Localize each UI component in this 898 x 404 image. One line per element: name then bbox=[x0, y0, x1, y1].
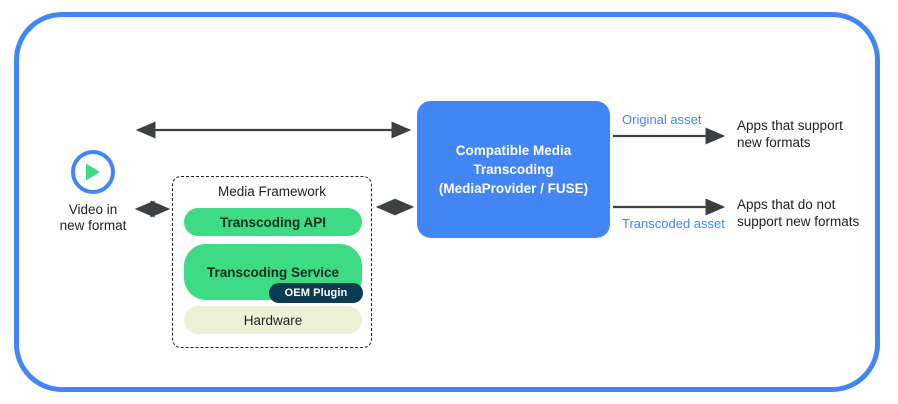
video-source-node: Video in new format bbox=[50, 150, 136, 234]
media-framework-box: Media Framework Transcoding API Transcod… bbox=[172, 176, 372, 348]
outer-frame-border bbox=[14, 12, 880, 392]
play-triangle-icon bbox=[86, 163, 100, 181]
transcoding-api-label: Transcoding API bbox=[219, 214, 327, 230]
hardware-bar[interactable]: Hardware bbox=[184, 306, 362, 334]
hardware-label: Hardware bbox=[243, 312, 303, 328]
oem-plugin-label: OEM Plugin bbox=[284, 287, 348, 299]
compatible-media-transcoding-box[interactable]: Compatible Media Transcoding (MediaProvi… bbox=[417, 101, 610, 238]
apps-supporting-label: Apps that support new formats bbox=[737, 118, 843, 150]
original-asset-label: Original asset bbox=[622, 112, 702, 127]
transcoding-service-label: Transcoding Service bbox=[206, 264, 340, 280]
transcoded-asset-label: Transcoded asset bbox=[622, 216, 725, 231]
video-source-label: Video in new format bbox=[59, 202, 127, 233]
media-framework-title: Media Framework bbox=[217, 184, 327, 199]
oem-plugin-badge[interactable]: OEM Plugin bbox=[269, 283, 363, 303]
transcoding-api-bar[interactable]: Transcoding API bbox=[184, 208, 362, 236]
compatible-media-transcoding-label: Compatible Media Transcoding (MediaProvi… bbox=[438, 143, 589, 196]
apps-not-supporting-label: Apps that do not support new formats bbox=[737, 197, 860, 229]
play-circle-icon bbox=[71, 150, 115, 194]
